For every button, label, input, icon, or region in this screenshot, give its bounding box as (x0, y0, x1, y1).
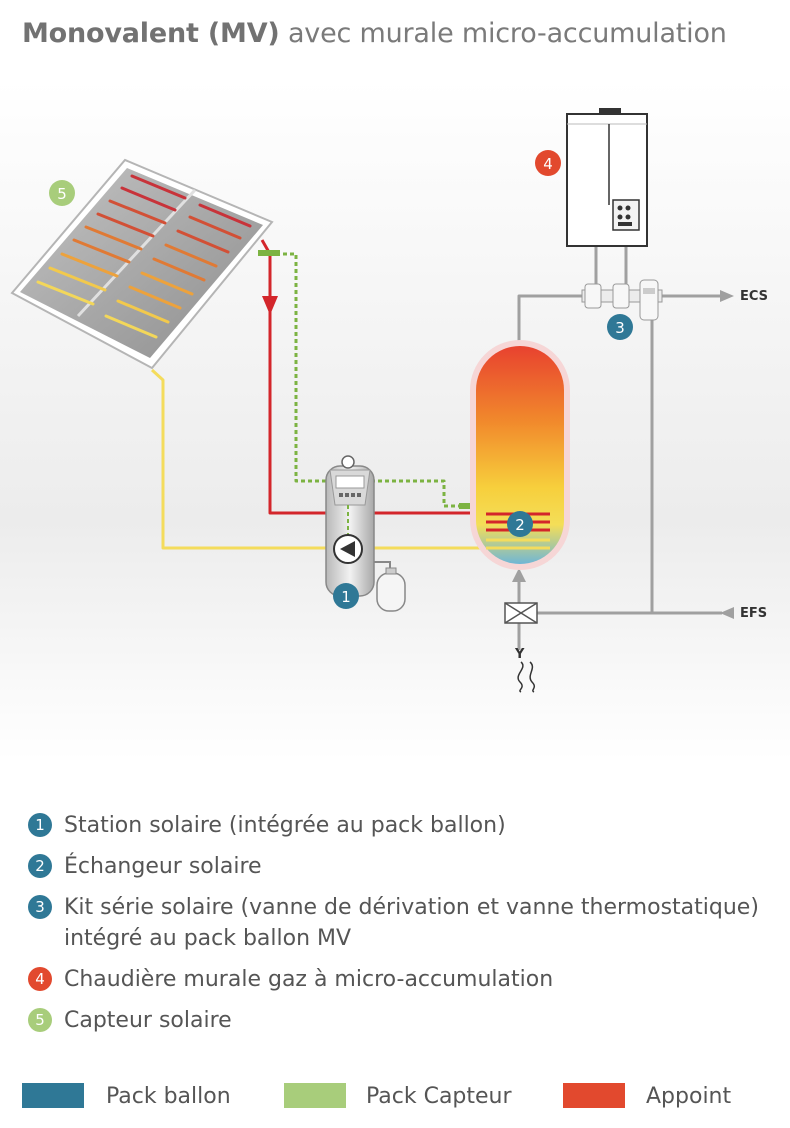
label-ecs: ECS (740, 289, 769, 304)
legend-item-5: 5 Capteur solaire (28, 1005, 788, 1036)
page-title: Monovalent (MV) avec murale micro-accumu… (22, 18, 727, 49)
legend-badge-2: 2 (28, 854, 52, 878)
svg-text:1: 1 (341, 588, 351, 606)
pack-capteur-label: Pack Capteur (366, 1084, 512, 1109)
legend-item-4: 4 Chaudière murale gaz à micro-accumulat… (28, 964, 788, 995)
legend-item-3: 3 Kit série solaire (vanne de dérivation… (28, 892, 788, 954)
storage-tank (470, 340, 570, 570)
pack-capteur-swatch (284, 1083, 346, 1108)
svg-text:2: 2 (515, 516, 525, 534)
title-bold: Monovalent (MV) (22, 18, 280, 49)
label-efs: EFS (740, 606, 768, 621)
pack-ballon-label: Pack ballon (106, 1084, 231, 1109)
legend-badge-1: 1 (28, 813, 52, 837)
pack-ballon-swatch (22, 1083, 84, 1108)
marker-3: 3 (607, 314, 633, 340)
legend-text-3: Kit série solaire (vanne de dérivation e… (64, 895, 759, 951)
legend-badge-3: 3 (28, 895, 52, 919)
legend-text-4: Chaudière murale gaz à micro-accumulatio… (64, 967, 554, 992)
legend: 1 Station solaire (intégrée au pack ball… (28, 810, 788, 1046)
cold-water-pipe (650, 296, 722, 615)
label-y: Y (515, 647, 525, 662)
flow-arrow (262, 296, 278, 315)
legend-text-1: Station solaire (intégrée au pack ballon… (64, 813, 506, 838)
solar-series-kit (581, 279, 663, 321)
title-rest: avec murale micro-accumulation (279, 18, 727, 49)
legend-badge-4: 4 (28, 967, 52, 991)
safety-valve (504, 602, 538, 624)
legend-item-2: 2 Échangeur solaire (28, 851, 788, 882)
red-flow-pipe (260, 239, 550, 515)
marker-4: 4 (535, 150, 561, 176)
svg-text:5: 5 (57, 185, 67, 203)
legend-badge-5: 5 (28, 1008, 52, 1032)
system-diagram: 1 2 3 4 5 (10, 108, 734, 693)
appoint-swatch (563, 1083, 625, 1108)
solar-collector (10, 158, 274, 370)
svg-text:4: 4 (543, 155, 553, 173)
marker-1: 1 (333, 583, 359, 609)
gas-boiler (566, 108, 648, 247)
legend-text-2: Échangeur solaire (64, 854, 262, 879)
appoint-label: Appoint (646, 1084, 732, 1109)
legend-text-5: Capteur solaire (64, 1008, 232, 1033)
legend-item-1: 1 Station solaire (intégrée au pack ball… (28, 810, 788, 841)
marker-2: 2 (507, 511, 533, 537)
pack-legend: Pack ballon Pack Capteur Appoint (0, 1083, 790, 1111)
sensor-line (262, 252, 484, 508)
marker-5: 5 (49, 180, 75, 206)
svg-text:3: 3 (615, 319, 625, 337)
